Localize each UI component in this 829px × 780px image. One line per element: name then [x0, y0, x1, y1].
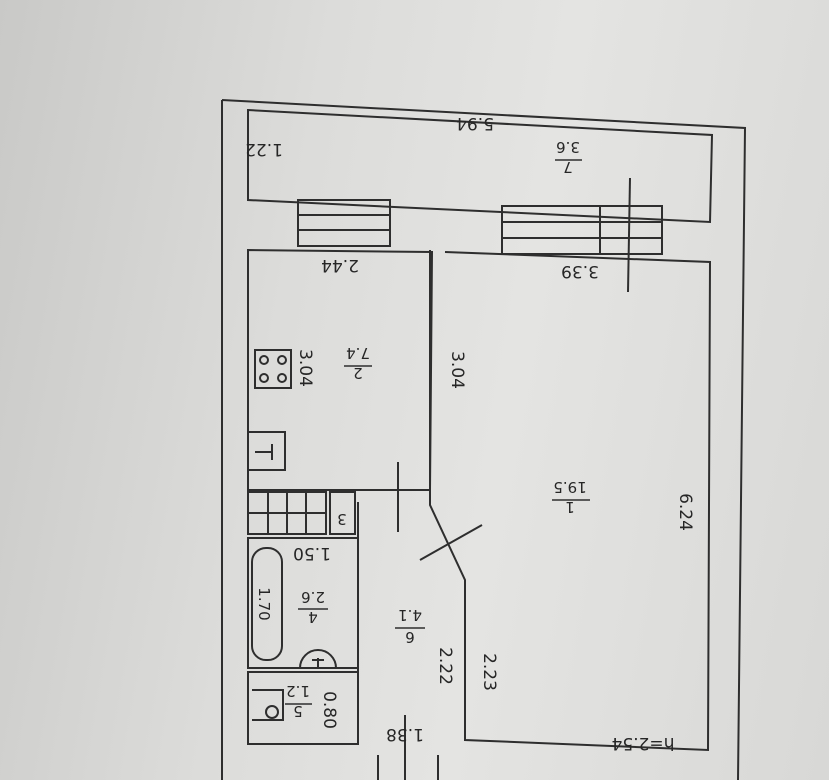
room-6-area: 4.1 — [398, 606, 422, 624]
room-5-area: 1.2 — [286, 682, 310, 700]
dim-room-width: 3.39 — [561, 261, 599, 281]
room-4-area: 2.6 — [301, 588, 325, 606]
bath-sink-icon — [299, 649, 337, 669]
dim-kitchen-width: 2.44 — [321, 255, 359, 275]
dim-balcony-length: 5.94 — [456, 113, 494, 133]
dim-bathtub-length: 1.70 — [255, 587, 273, 620]
dim-balcony-width: 1.22 — [245, 139, 283, 159]
closet-3 — [329, 491, 356, 535]
dim-hall-length: 2.22 — [435, 647, 455, 685]
dim-kitchen-length-outer: 3.04 — [295, 349, 315, 387]
dim-kitchen-length-inner: 3.04 — [447, 351, 467, 389]
room-3-number: 3 — [337, 510, 347, 528]
bathtub-icon — [251, 547, 283, 661]
room-2-area: 7.4 — [346, 344, 370, 362]
dim-wc-width: 0.80 — [319, 691, 339, 729]
room-4-number: 4 — [308, 608, 318, 626]
room-5-number: 5 — [293, 702, 303, 720]
room-6-number: 6 — [405, 628, 415, 646]
room-1-outline — [429, 250, 712, 752]
outer-wall — [221, 99, 747, 780]
kitchen-outline — [247, 248, 434, 491]
balcony-outline — [247, 108, 714, 224]
room-1-number: 1 — [565, 498, 575, 516]
sink-icon — [248, 431, 286, 471]
room-2-number: 2 — [353, 364, 363, 382]
room-door — [419, 524, 483, 561]
ceiling-height: h=2.54 — [612, 733, 675, 753]
window-room — [501, 177, 663, 293]
dim-bath-width: 1.50 — [293, 543, 331, 563]
toilet-icon — [252, 689, 284, 721]
room-7-number: 7 — [563, 158, 573, 176]
stove-icon — [254, 349, 292, 389]
dim-room-wall-length: 2.23 — [479, 653, 499, 691]
dim-room-length: 6.24 — [675, 493, 695, 531]
room-7-area: 3.6 — [556, 138, 580, 156]
window-kitchen — [297, 199, 391, 247]
dim-hall-width: 1.38 — [386, 724, 424, 744]
room-1-area: 19.5 — [553, 478, 586, 496]
